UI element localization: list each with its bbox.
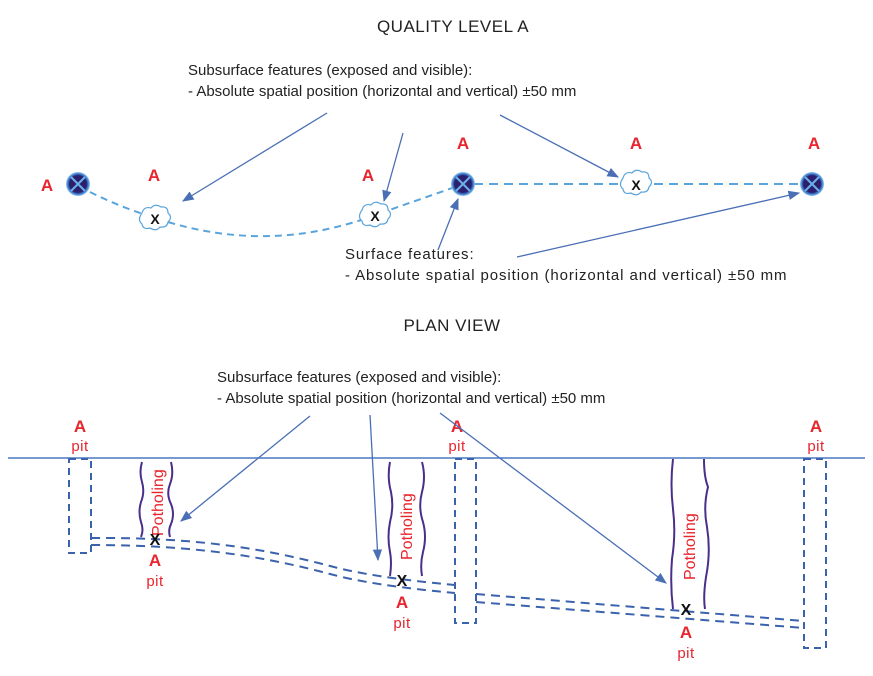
exposed-point-cloud-icon: X [138, 204, 172, 231]
quality-label-a: A [148, 166, 160, 185]
utility-pipe-edge [90, 544, 456, 594]
pit-label: pit [71, 438, 89, 455]
quality-label-a: A [457, 134, 469, 153]
quality-label-a: A [149, 551, 161, 570]
section-title-plan-view: PLAN VIEW [403, 316, 500, 335]
x-mark: X [631, 177, 641, 193]
x-mark: X [397, 573, 408, 590]
pit-label: pit [677, 645, 695, 662]
test-pit-outline [803, 458, 827, 649]
subsurface-note-line1: Subsurface features (exposed and visible… [217, 369, 501, 386]
exposed-point-cloud-icon: X [358, 201, 392, 228]
pointer-arrow [439, 412, 667, 584]
pit-label: pit [448, 438, 466, 455]
exposed-point-cloud-icon: X [619, 169, 653, 196]
utility-pipe-edge [475, 593, 805, 622]
quality-label-a: A [810, 417, 822, 436]
subsurface-note-line2: - Absolute spatial position (horizontal … [217, 390, 605, 407]
pointer-arrow [180, 415, 311, 522]
pointer-arrow [182, 112, 328, 202]
quality-label-a: A [630, 134, 642, 153]
potholing-label: Potholing [682, 513, 699, 580]
pit-label: pit [807, 438, 825, 455]
quality-label-a: A [74, 417, 86, 436]
pointer-arrow [499, 114, 620, 178]
pothole-outline [670, 458, 710, 610]
potholing-label: Potholing [150, 469, 167, 536]
potholing-label: Potholing [399, 493, 416, 560]
quality-label-a: A [680, 623, 692, 642]
section-title-quality-level: QUALITY LEVEL A [377, 17, 529, 36]
pothole-outline [387, 461, 426, 577]
surface-note-line1: Surface features: [345, 246, 475, 263]
x-mark: X [370, 208, 380, 224]
manhole-icon [451, 172, 475, 196]
manhole-icon [800, 172, 824, 196]
pointer-arrow [369, 414, 383, 562]
quality-label-a: A [41, 176, 53, 195]
pit-label: pit [393, 615, 411, 632]
x-mark: X [681, 602, 692, 619]
surface-note-line2: - Absolute spatial position (horizontal … [345, 267, 787, 284]
utility-line-curved [89, 186, 456, 238]
test-pit-outline [68, 458, 92, 554]
utility-pipe-edge [90, 536, 456, 586]
quality-label-a: A [396, 593, 408, 612]
pointer-arrow [437, 197, 459, 251]
manhole-icon [66, 172, 90, 196]
x-mark: X [150, 532, 161, 549]
subsurface-note-line1: Subsurface features (exposed and visible… [188, 62, 472, 79]
test-pit-outline [454, 458, 477, 624]
pointer-arrow [382, 132, 404, 203]
pointer-arrow [516, 190, 801, 258]
utility-pipe-edge [475, 601, 805, 629]
x-mark: X [150, 211, 160, 227]
quality-label-a: A [808, 134, 820, 153]
pit-label: pit [146, 573, 164, 590]
subsurface-note-line2: - Absolute spatial position (horizontal … [188, 83, 576, 100]
pothole-outline [138, 461, 174, 538]
quality-label-a: A [362, 166, 374, 185]
